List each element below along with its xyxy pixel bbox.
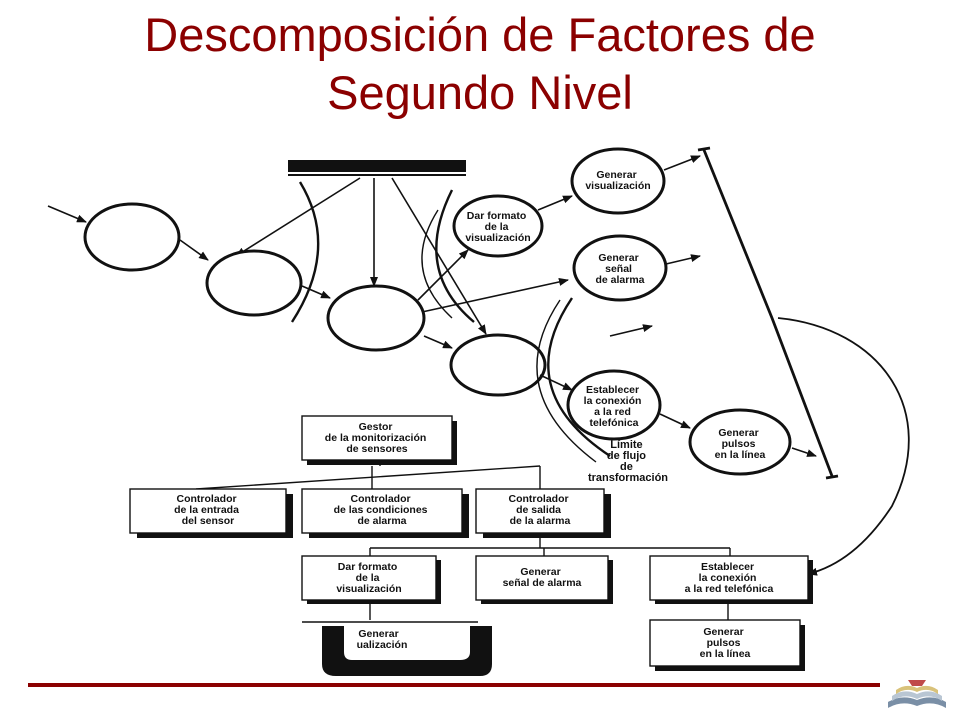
establecer-label: Establecer la conexión a la red telefóni… <box>685 561 774 595</box>
gestor-box <box>301 415 453 461</box>
establecer-box <box>649 555 809 601</box>
limite-flujo-label: Límite de flujo de transformación <box>588 439 668 484</box>
data-store-bar <box>288 160 466 172</box>
process-circle <box>326 284 426 352</box>
establecer-bubble <box>566 369 662 441</box>
generar-visualizacion-box <box>322 626 492 676</box>
establecer-label: Establecer la conexión a la red telefóni… <box>584 384 645 429</box>
controlador-entrada-box <box>129 488 287 534</box>
generar-senal-label: Generar señal de alarma <box>595 252 644 286</box>
process-circle <box>205 249 303 317</box>
controlador-condiciones-box <box>301 488 463 534</box>
process-circle <box>449 333 547 397</box>
generar-pulsos-label: Generar pulsos en la línea <box>700 626 751 660</box>
hierarchy-chart <box>129 415 813 676</box>
data-flow-diagram <box>47 146 910 576</box>
generar-senal-label: Generar señal de alarma <box>503 566 582 589</box>
controlador-salida-label: Controlador de salida de la alarma <box>509 493 572 527</box>
dar-formato-label: Dar formato de la visualización <box>465 210 530 244</box>
dar-formato-bubble <box>452 194 544 258</box>
dar-formato-label: Dar formato de la visualización <box>336 561 401 595</box>
generar-senal-box <box>475 555 609 601</box>
slide-title: Descomposición de Factores de Segundo Ni… <box>0 6 960 122</box>
generar-senal-bubble <box>572 234 668 302</box>
title-line-2: Segundo Nivel <box>327 66 633 119</box>
controlador-condiciones-label: Controlador de las condiciones de alarma <box>334 493 431 527</box>
footer-rule <box>28 683 880 687</box>
generar-pulsos-bubble <box>688 408 792 476</box>
gestor-label: Gestor de la monitorización de sensores <box>325 421 429 455</box>
book-logo-icon <box>888 680 946 708</box>
generar-visualizacion-bubble <box>570 147 666 215</box>
generar-visualizacion-label: Generar visualización <box>585 169 650 192</box>
generar-visualizacion-label: Generar ualización <box>357 628 408 651</box>
controlador-salida-box <box>475 488 605 534</box>
process-circle <box>83 202 181 272</box>
generar-pulsos-label: Generar pulsos en la línea <box>715 427 766 461</box>
dar-formato-box <box>301 555 437 601</box>
title-line-1: Descomposición de Factores de <box>144 8 816 61</box>
generar-pulsos-box <box>649 619 801 667</box>
controlador-entrada-label: Controlador de la entrada del sensor <box>174 493 242 527</box>
